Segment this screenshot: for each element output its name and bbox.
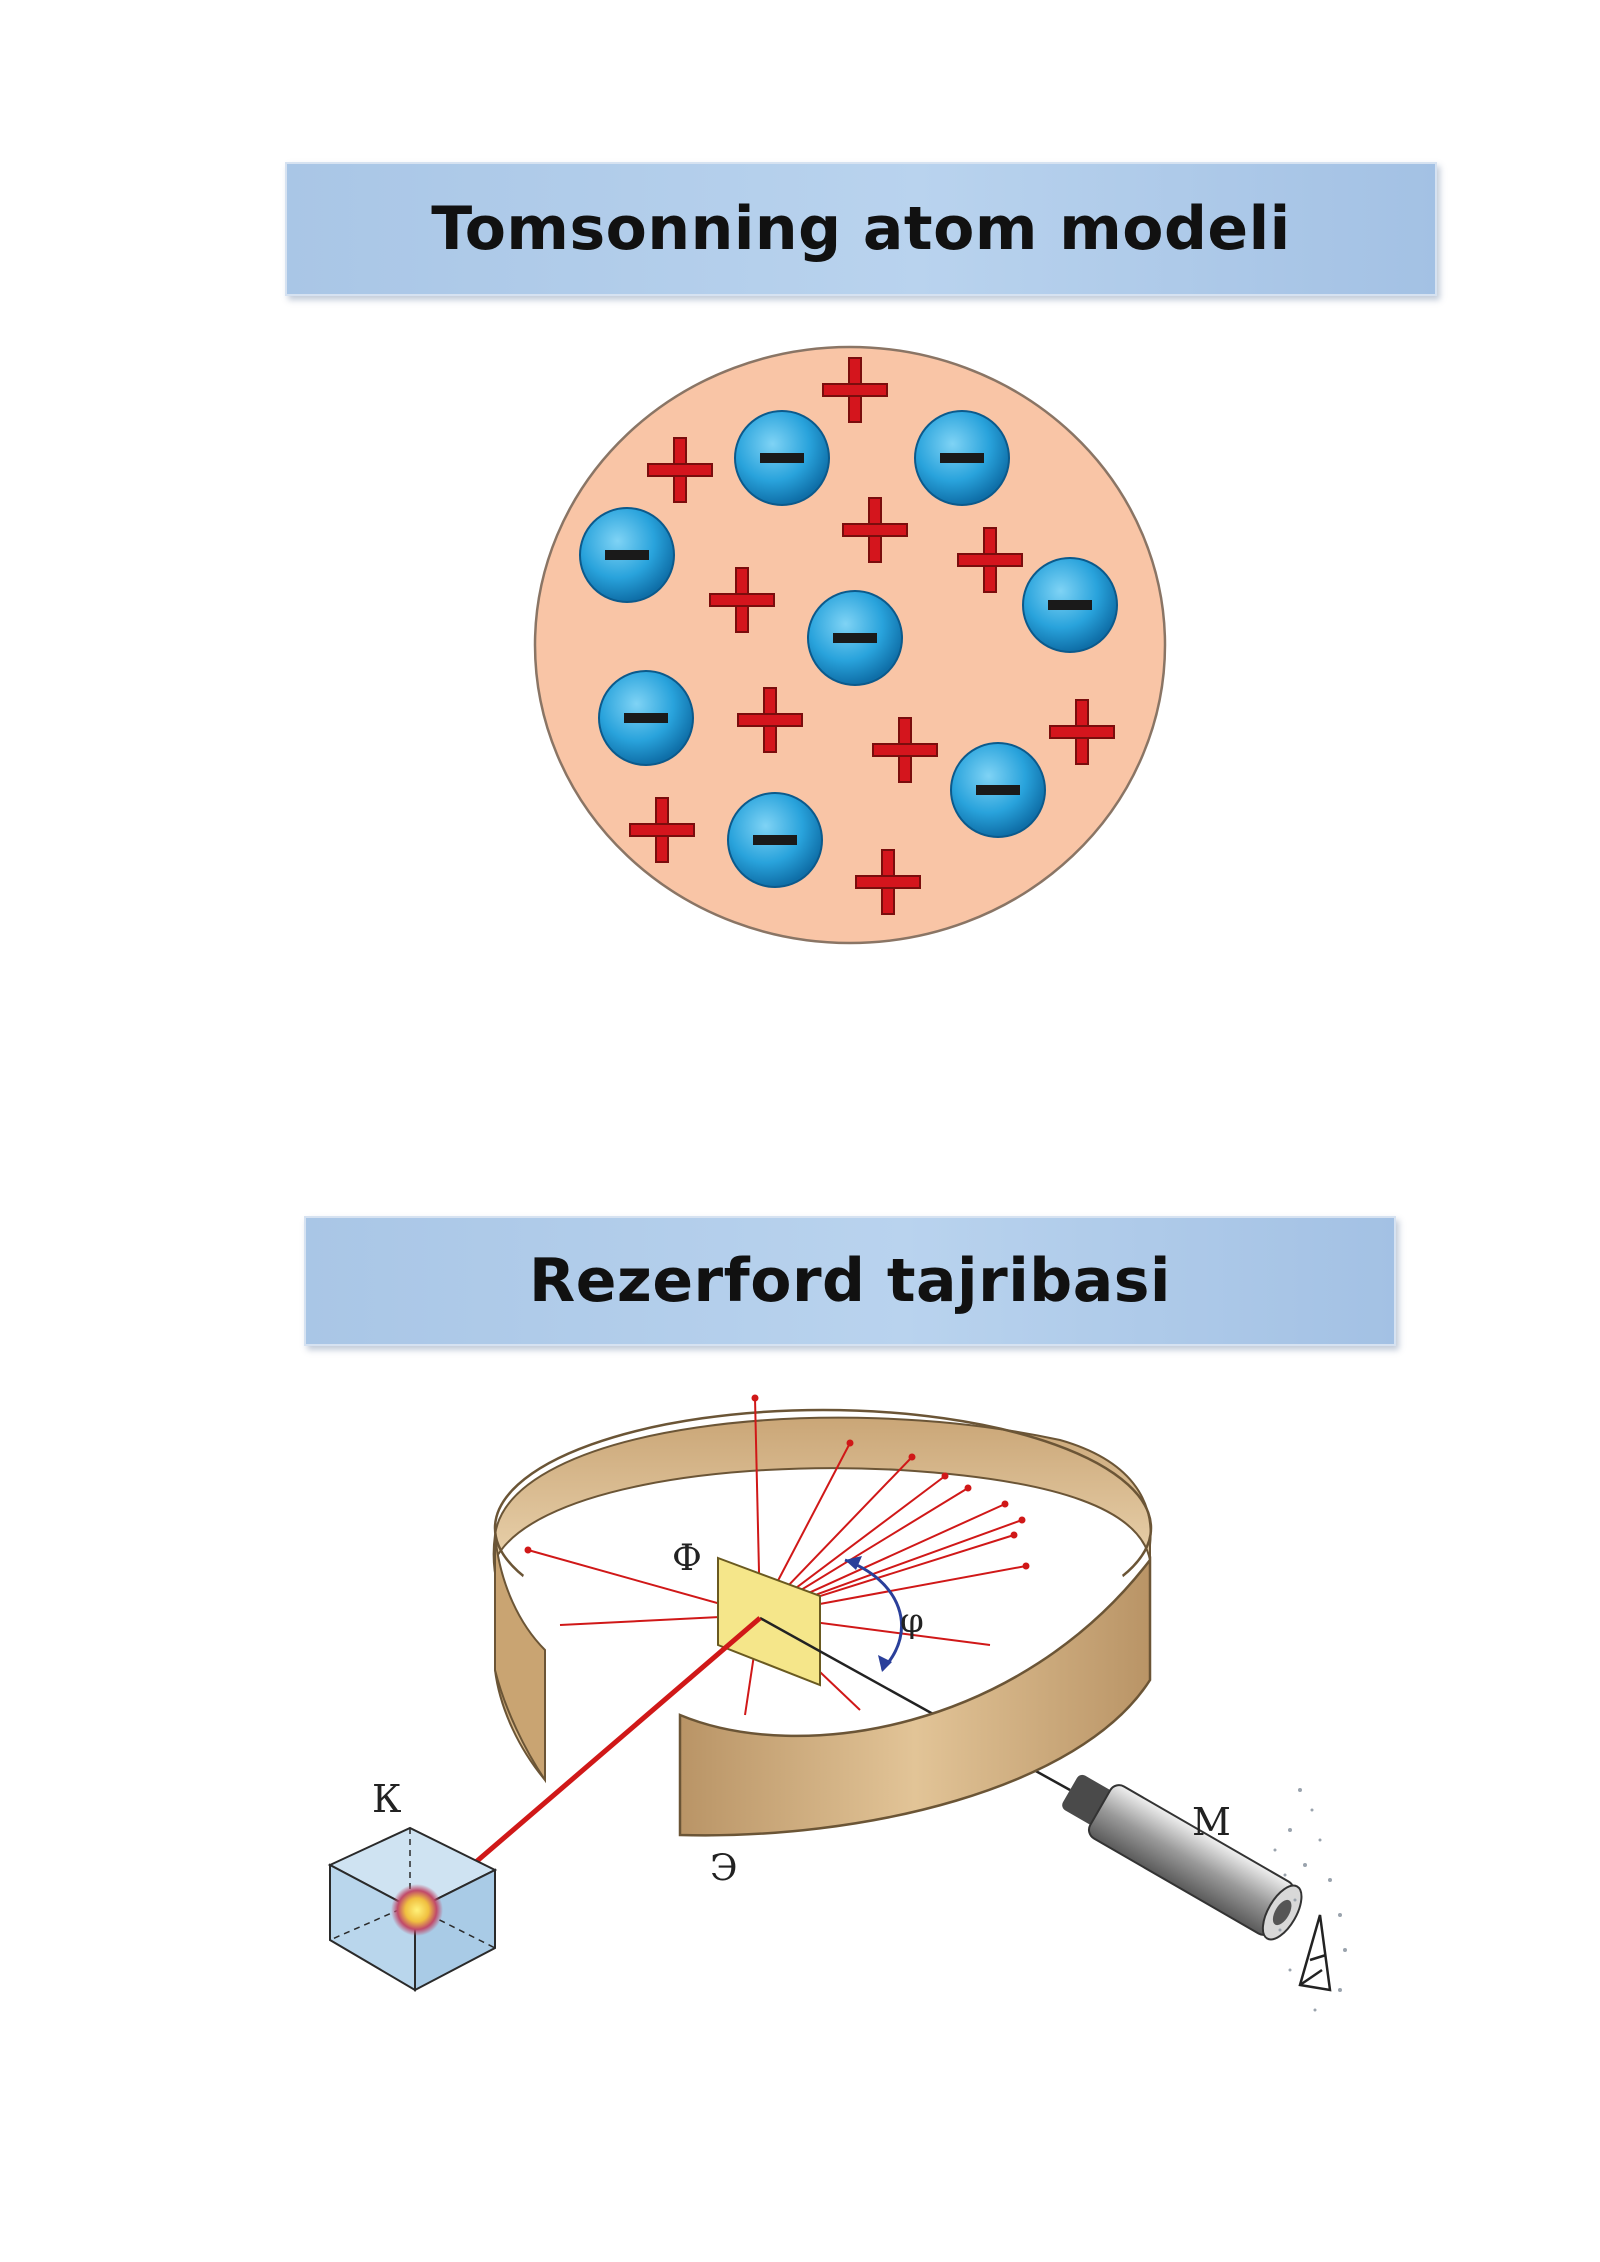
angle-arc: [844, 1558, 903, 1672]
plus-sign: [629, 797, 695, 863]
plus-sign: [842, 497, 908, 563]
radiation-source-glow: [391, 1884, 443, 1936]
plus-sign: [822, 357, 888, 423]
rutherford-experiment-diagram: Ф φ К М Э: [300, 1370, 1420, 2050]
alpha-source-box: [327, 1826, 498, 1992]
electron: [1022, 557, 1118, 653]
label-angle: φ: [900, 1601, 924, 1641]
positive-charges: [629, 357, 1115, 915]
plus-sign: [855, 849, 921, 915]
electron: [598, 670, 694, 766]
thomson-title-banner: Tomsonning atom modeli: [285, 162, 1437, 296]
rutherford-title: Rezerford tajribasi: [529, 1246, 1171, 1316]
thomson-atom-diagram: [520, 330, 1180, 960]
microscope-tube: [1062, 1774, 1303, 1941]
cylinder-front-right-wall: [678, 1556, 1152, 1837]
electron: [807, 590, 903, 686]
plus-sign: [872, 717, 938, 783]
rutherford-svg: Ф φ К М Э: [327, 1394, 1347, 2012]
cylinder-floor: [518, 1480, 1128, 1716]
thomson-atom-svg: [533, 345, 1167, 945]
angle-arrow-bottom: [878, 1655, 892, 1672]
label-microscope: М: [1192, 1800, 1231, 1844]
thomson-title: Tomsonning atom modeli: [431, 194, 1291, 264]
label-foil: Ф: [672, 1538, 702, 1579]
electron: [914, 410, 1010, 506]
angle-arrow-top: [845, 1556, 862, 1570]
cylinder-left-strip: [494, 1534, 546, 1784]
electron: [734, 410, 830, 506]
scatter-dots: [1273, 1788, 1347, 2012]
electron: [727, 792, 823, 888]
plus-sign: [957, 527, 1023, 593]
rutherford-title-banner: Rezerford tajribasi: [304, 1216, 1396, 1346]
electrons: [579, 410, 1118, 888]
plus-sign: [1049, 699, 1115, 765]
foil-target: [717, 1556, 821, 1687]
plus-sign: [737, 687, 803, 753]
electron: [950, 742, 1046, 838]
plus-sign: [709, 567, 775, 633]
observer-eye-sketch: [1298, 1914, 1332, 1992]
electron: [579, 507, 675, 603]
label-source: К: [372, 1777, 401, 1821]
plus-sign: [647, 437, 713, 503]
label-screen: Э: [710, 1848, 738, 1889]
